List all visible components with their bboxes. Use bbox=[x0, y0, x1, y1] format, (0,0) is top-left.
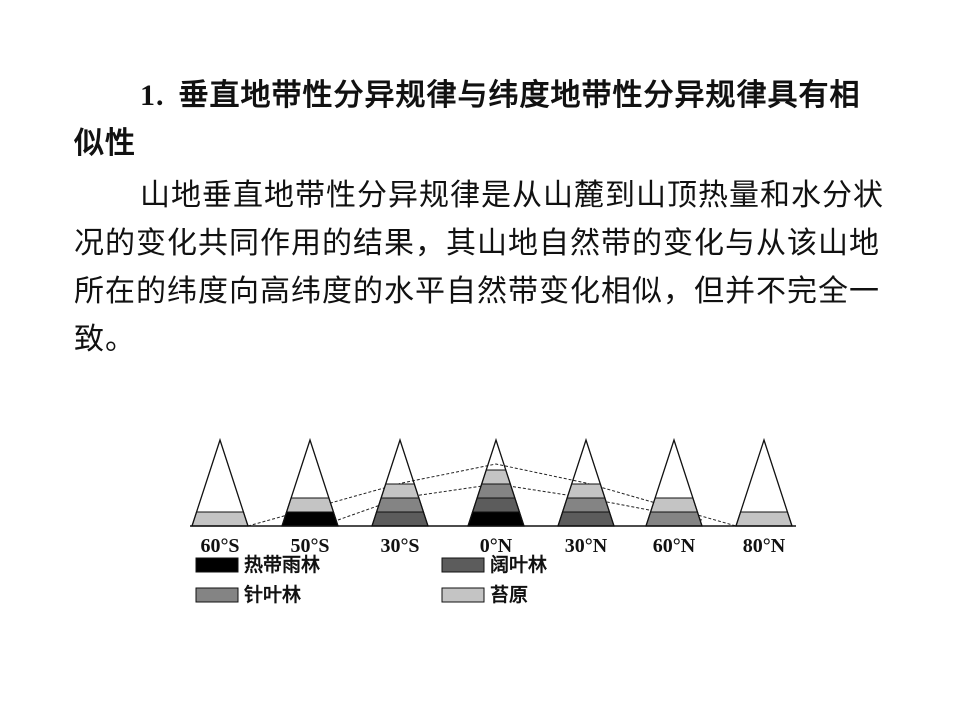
zone-band-broadleaf_forest bbox=[471, 497, 521, 513]
text-block: 1.垂直地带性分异规律与纬度地带性分异规律具有相似性 山地垂直地带性分异规律是从… bbox=[74, 72, 888, 364]
latitude-label: 30°S bbox=[380, 535, 419, 557]
latitude-label: 0°N bbox=[480, 535, 513, 557]
legend-label-broadleaf_forest: 阔叶林 bbox=[490, 553, 547, 576]
legend-swatch-broadleaf_forest bbox=[441, 557, 485, 573]
zone-band-tundra bbox=[735, 511, 793, 527]
legend-swatch-tundra bbox=[441, 587, 485, 603]
zone-band-tundra bbox=[285, 497, 335, 513]
zone-band-tundra bbox=[191, 511, 249, 527]
zone-band-broadleaf_forest bbox=[371, 511, 429, 527]
legend-swatch-coniferous_forest bbox=[195, 587, 239, 603]
latitude-label: 30°N bbox=[565, 535, 608, 557]
zone-band-coniferous_forest bbox=[476, 483, 516, 499]
zone-band-coniferous_forest bbox=[561, 497, 611, 513]
latitude-label: 50°S bbox=[290, 535, 329, 557]
latitude-label: 60°S bbox=[200, 535, 239, 557]
body-paragraph: 山地垂直地带性分异规律是从山麓到山顶热量和水分状况的变化共同作用的结果，其山地自… bbox=[74, 178, 884, 357]
zone-band-coniferous_forest bbox=[645, 511, 703, 527]
zone-band-tropical_rainforest bbox=[467, 511, 525, 527]
upper-dashed-line bbox=[247, 463, 737, 527]
zone-band-tundra bbox=[649, 497, 699, 513]
zone-band-coniferous_forest bbox=[375, 497, 425, 513]
zone-band-tropical_rainforest bbox=[281, 511, 339, 527]
legend-label-coniferous_forest: 针叶林 bbox=[244, 583, 301, 606]
zone-band-tundra bbox=[380, 483, 420, 499]
section-heading: 1.垂直地带性分异规律与纬度地带性分异规律具有相似性 bbox=[74, 72, 888, 168]
latitude-label: 60°N bbox=[653, 535, 696, 557]
legend-label-tropical_rainforest: 热带雨林 bbox=[244, 553, 320, 576]
zone-band-tundra bbox=[566, 483, 606, 499]
legend-swatch-tropical_rainforest bbox=[195, 557, 239, 573]
legend-label-tundra: 苔原 bbox=[490, 583, 528, 606]
vertical-zonation-diagram: 60°S 50°S 30°S 0°N 30°N 60°N 80°N 热带雨林 阔叶林针叶林 苔原 bbox=[186, 434, 810, 624]
latitude-label: 80°N bbox=[743, 535, 786, 557]
heading-text: 垂直地带性分异规律与纬度地带性分异规律具有相似性 bbox=[74, 78, 861, 161]
zone-band-broadleaf_forest bbox=[557, 511, 615, 527]
heading-number: 1. bbox=[140, 79, 165, 112]
